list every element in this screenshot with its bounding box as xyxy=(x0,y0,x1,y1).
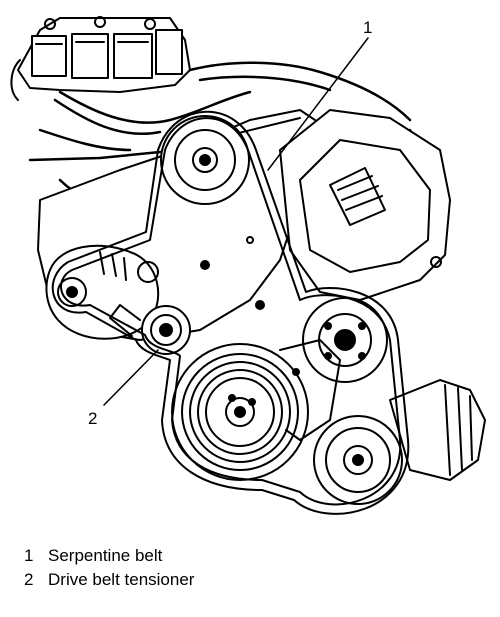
callout-2-label: 2 xyxy=(88,409,97,428)
legend-number: 2 xyxy=(24,570,34,589)
ac-compressor-pulley xyxy=(313,415,403,505)
legend-item-serpentine-belt: 1 Serpentine belt xyxy=(24,544,484,568)
belt-tensioner xyxy=(109,304,191,355)
timing-cover xyxy=(279,109,451,301)
legend-item-drive-belt-tensioner: 2 Drive belt tensioner xyxy=(24,568,484,592)
serpentine-belt xyxy=(51,110,410,515)
legend-text: Serpentine belt xyxy=(48,546,163,565)
crankshaft-pulley xyxy=(171,343,309,481)
upper-idler-pulley xyxy=(160,115,250,205)
legend-text: Drive belt tensioner xyxy=(48,570,195,589)
alternator xyxy=(45,244,160,340)
legend: 1 Serpentine belt 2 Drive belt tensioner xyxy=(24,544,484,592)
legend-number: 1 xyxy=(24,546,34,565)
power-steering-pump xyxy=(389,379,486,481)
water-pump-pulley xyxy=(302,297,388,383)
callout-2-leader xyxy=(103,349,159,406)
callout-1-label: 1 xyxy=(363,18,372,37)
coil-pack xyxy=(10,16,191,101)
engine-belt-diagram: 1 2 xyxy=(10,16,486,515)
callout-1-leader xyxy=(267,37,369,171)
compressor-body xyxy=(279,339,341,441)
